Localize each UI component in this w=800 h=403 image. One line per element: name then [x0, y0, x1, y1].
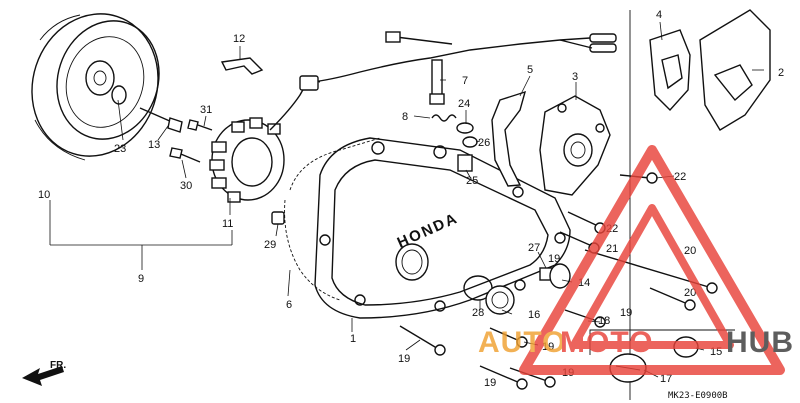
wire-guide-bracket [491, 90, 527, 187]
part-label-25: 25 [466, 175, 478, 187]
watermark-moto: MOTO [560, 326, 653, 359]
part-label-21: 21 [606, 243, 618, 255]
part-label-9: 9 [138, 273, 144, 285]
part-label-30: 30 [180, 180, 192, 192]
part-label-19c: 19 [542, 341, 554, 353]
part-label-31: 31 [200, 104, 212, 116]
part-label-29: 29 [264, 239, 276, 251]
part-label-23: 23 [114, 143, 126, 155]
watermark-logo: AUTO MOTO HUB [478, 145, 794, 375]
crankcase-cover: HONDA [314, 137, 571, 319]
part-label-3: 3 [572, 71, 578, 83]
part-label-6: 6 [286, 299, 292, 311]
part-label-16: 16 [528, 309, 540, 321]
bolt-31 [187, 119, 213, 131]
part-label-26: 26 [478, 137, 490, 149]
watermark-auto: AUTO [478, 326, 566, 359]
part-label-19d: 19 [398, 353, 410, 365]
part-label-19f: 19 [484, 377, 496, 389]
front-direction-arrow: FR. [22, 360, 66, 386]
generator-cover [539, 95, 611, 196]
part-label-5: 5 [527, 64, 533, 76]
part-label-18: 18 [598, 315, 610, 327]
part-label-12: 12 [233, 33, 245, 45]
filter-16 [485, 285, 515, 315]
part-label-19a: 19 [548, 253, 560, 265]
bolt-30 [169, 147, 201, 163]
watermark-inner-triangle [570, 204, 734, 349]
front-label: FR. [50, 360, 66, 371]
assembly-bracket [49, 200, 233, 270]
stator-coil [209, 81, 313, 203]
sprocket-cover [629, 9, 771, 400]
part-label-4: 4 [656, 9, 662, 21]
part-label-11: 11 [222, 218, 233, 230]
part-label-28: 28 [472, 307, 484, 319]
part-label-10: 10 [38, 189, 50, 201]
part-label-2: 2 [778, 67, 784, 79]
seal-26 [462, 136, 478, 148]
drawing-code: MK23-E0900B [668, 391, 728, 401]
dowel-pin [271, 211, 285, 225]
part-label-20a: 20 [684, 245, 696, 257]
part-label-19b: 19 [620, 307, 632, 319]
watermark-hub: HUB [726, 326, 794, 359]
part-label-1: 1 [350, 333, 356, 345]
spring-8 [431, 114, 457, 122]
part-label-24: 24 [458, 98, 470, 110]
part-label-22a: 22 [674, 171, 686, 183]
cap-14 [549, 263, 571, 289]
washer-24 [456, 122, 474, 134]
cover-gasket [284, 137, 381, 301]
wire-harness [299, 31, 617, 105]
wire-clamp [220, 57, 264, 75]
part-label-20b: 20 [684, 287, 696, 299]
part-label-17: 17 [660, 373, 672, 385]
part-label-7: 7 [462, 75, 468, 87]
part-label-27: 27 [528, 242, 540, 254]
part-label-13: 13 [148, 139, 160, 151]
collar-25 [457, 154, 473, 172]
bolt-13 [139, 107, 183, 133]
part-label-8: 8 [402, 111, 408, 123]
watermark-triangle [519, 145, 785, 375]
flywheel-rotor [31, 13, 160, 161]
